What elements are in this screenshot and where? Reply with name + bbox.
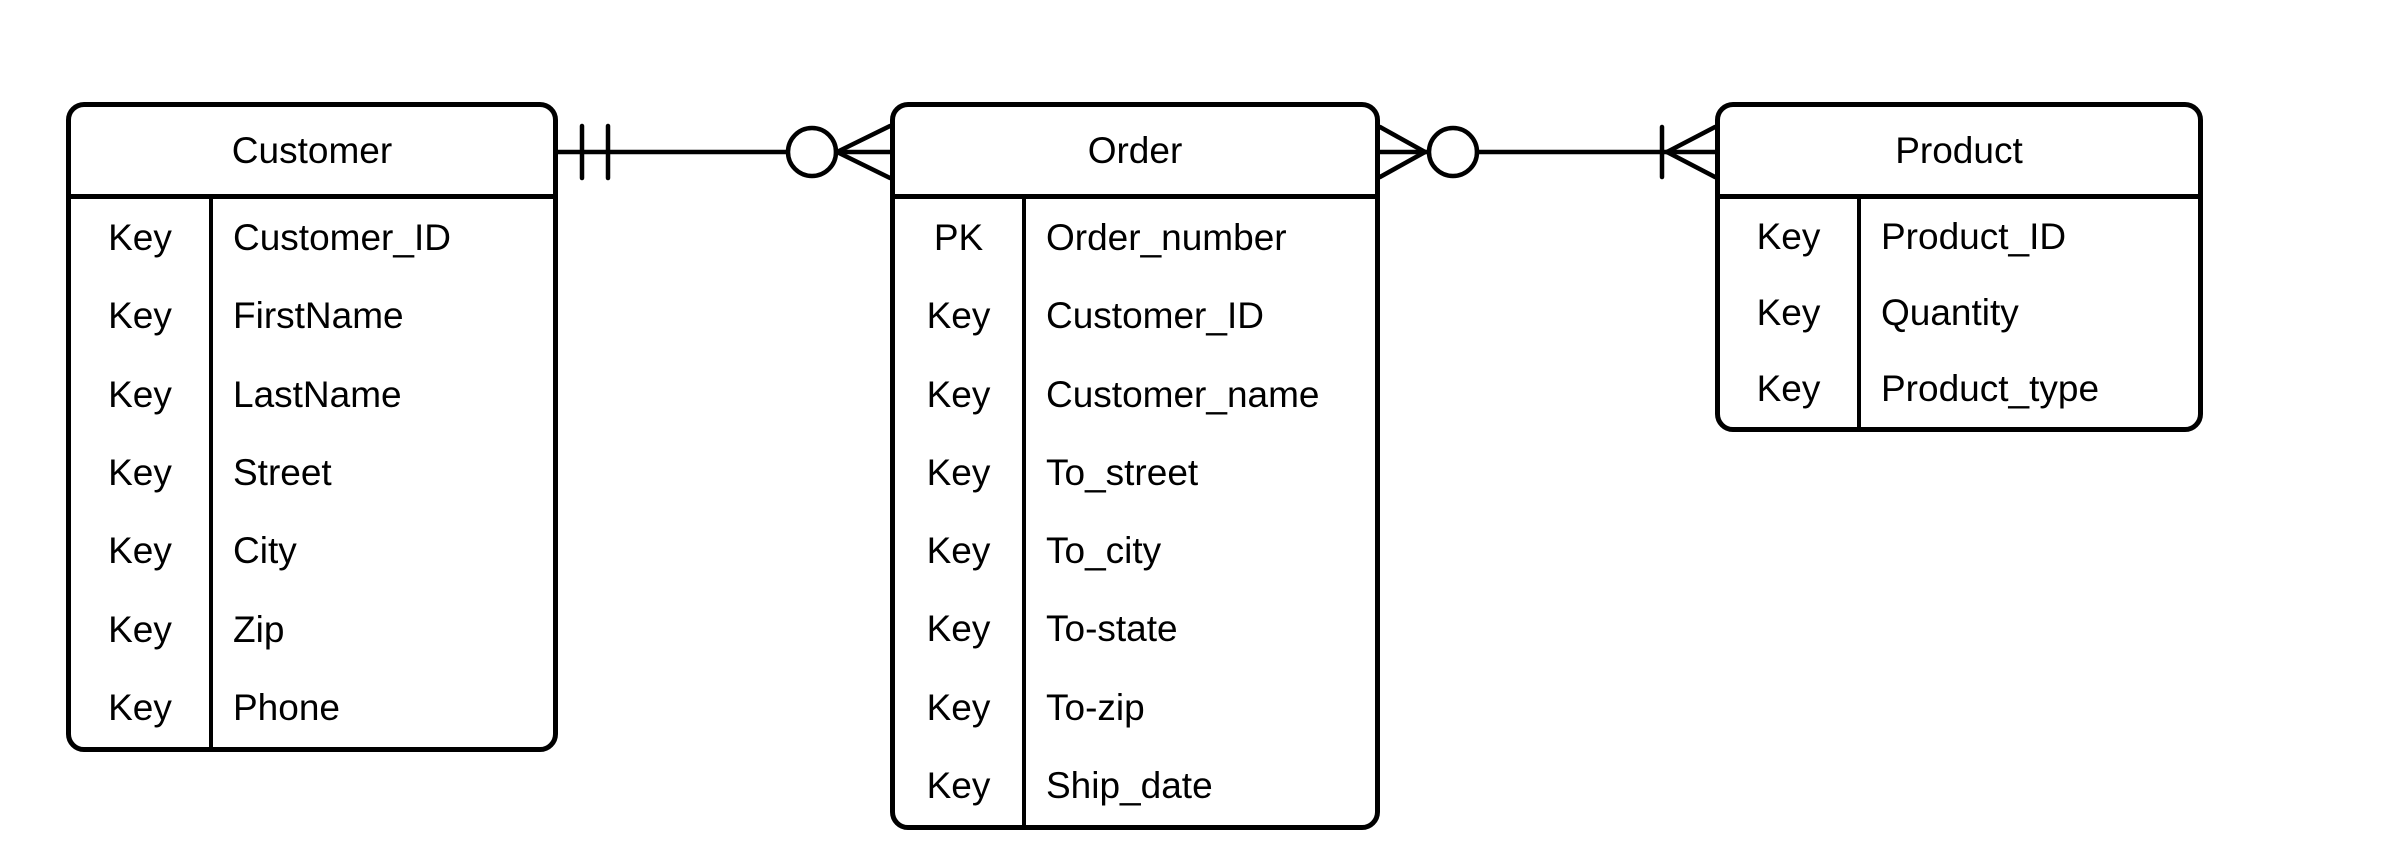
field-name-label: Customer_ID [233, 217, 451, 259]
field-name-label: Order_number [1046, 217, 1287, 259]
entity-attributes: Key Customer_ID Key FirstName Key LastNa… [71, 199, 553, 747]
key-type-label: Key [71, 433, 213, 513]
field-name-label: Product_type [1881, 368, 2100, 409]
entity-product: Product Key Product_ID Key Quantity Key … [1715, 102, 2203, 432]
entity-title: Customer [71, 107, 553, 199]
key-type-label: Key [895, 668, 1026, 747]
key-type-label: Key [1720, 351, 1861, 427]
field-name-label: Customer_ID [1046, 295, 1264, 337]
attribute-row: Key LastName [71, 355, 553, 434]
relationship-order-product [1377, 124, 1718, 180]
entity-title: Product [1720, 107, 2198, 199]
attribute-row: Key Quantity [1720, 275, 2198, 351]
field-name-label: Customer_name [1046, 373, 1320, 415]
field-name-label: Product_ID [1881, 216, 2067, 257]
key-type-label: Key [71, 590, 213, 669]
key-type-label: Key [1720, 199, 1861, 275]
field-name-label: To_city [1046, 530, 1162, 572]
field-name-label: Phone [233, 686, 340, 728]
field-name-label: To-zip [1046, 686, 1145, 728]
attribute-row: Key Customer_ID [895, 277, 1375, 356]
attribute-row: Key Product_type [1720, 351, 2198, 427]
field-name-label: City [233, 530, 297, 572]
key-type-label: Key [895, 512, 1026, 591]
entity-order: Order PK Order_number Key Customer_ID Ke… [890, 102, 1380, 830]
field-name-label: Quantity [1881, 292, 2019, 333]
key-type-label: Key [895, 590, 1026, 669]
attribute-row: Key To_city [895, 512, 1375, 591]
attribute-row: Key Zip [71, 590, 553, 669]
field-name-label: To-state [1046, 608, 1178, 650]
attribute-row: Key To-state [895, 590, 1375, 669]
field-name-label: FirstName [233, 295, 404, 337]
key-type-label: Key [71, 199, 213, 278]
attribute-row: Key Customer_ID [71, 199, 553, 278]
attribute-row: Key City [71, 512, 553, 591]
key-type-label: Key [895, 277, 1026, 356]
one-or-many-icon [1659, 124, 1718, 180]
key-type-label: Key [895, 746, 1026, 825]
entity-customer: Customer Key Customer_ID Key FirstName K… [66, 102, 558, 752]
key-type-label: Key [895, 355, 1026, 434]
attribute-row: Key To_street [895, 433, 1375, 512]
key-type-label: PK [895, 199, 1026, 278]
key-type-label: Key [71, 355, 213, 434]
relationship-customer-order [555, 123, 893, 181]
zero-or-many-icon [1377, 124, 1480, 180]
key-type-label: Key [71, 277, 213, 356]
entity-title: Order [895, 107, 1375, 199]
field-name-label: Ship_date [1046, 764, 1213, 806]
attribute-row: Key Phone [71, 668, 553, 747]
field-name-label: LastName [233, 373, 402, 415]
field-name-label: Street [233, 451, 332, 493]
key-type-label: Key [71, 668, 213, 747]
entity-attributes: Key Product_ID Key Quantity Key Product_… [1720, 199, 2198, 427]
zero-or-many-icon [785, 123, 893, 181]
attribute-row: Key Street [71, 433, 553, 513]
key-type-label: Key [1720, 275, 1861, 351]
entity-attributes: PK Order_number Key Customer_ID Key Cust… [895, 199, 1375, 825]
attribute-row: Key Ship_date [895, 746, 1375, 825]
one-and-only-one-icon [579, 123, 611, 181]
attribute-row: Key To-zip [895, 668, 1375, 747]
field-name-label: To_street [1046, 451, 1199, 493]
attribute-row: Key FirstName [71, 277, 553, 356]
attribute-row: PK Order_number [895, 199, 1375, 278]
field-name-label: Zip [233, 608, 285, 650]
attribute-row: Key Product_ID [1720, 199, 2198, 275]
attribute-row: Key Customer_name [895, 355, 1375, 434]
key-type-label: Key [71, 512, 213, 591]
key-type-label: Key [895, 433, 1026, 512]
